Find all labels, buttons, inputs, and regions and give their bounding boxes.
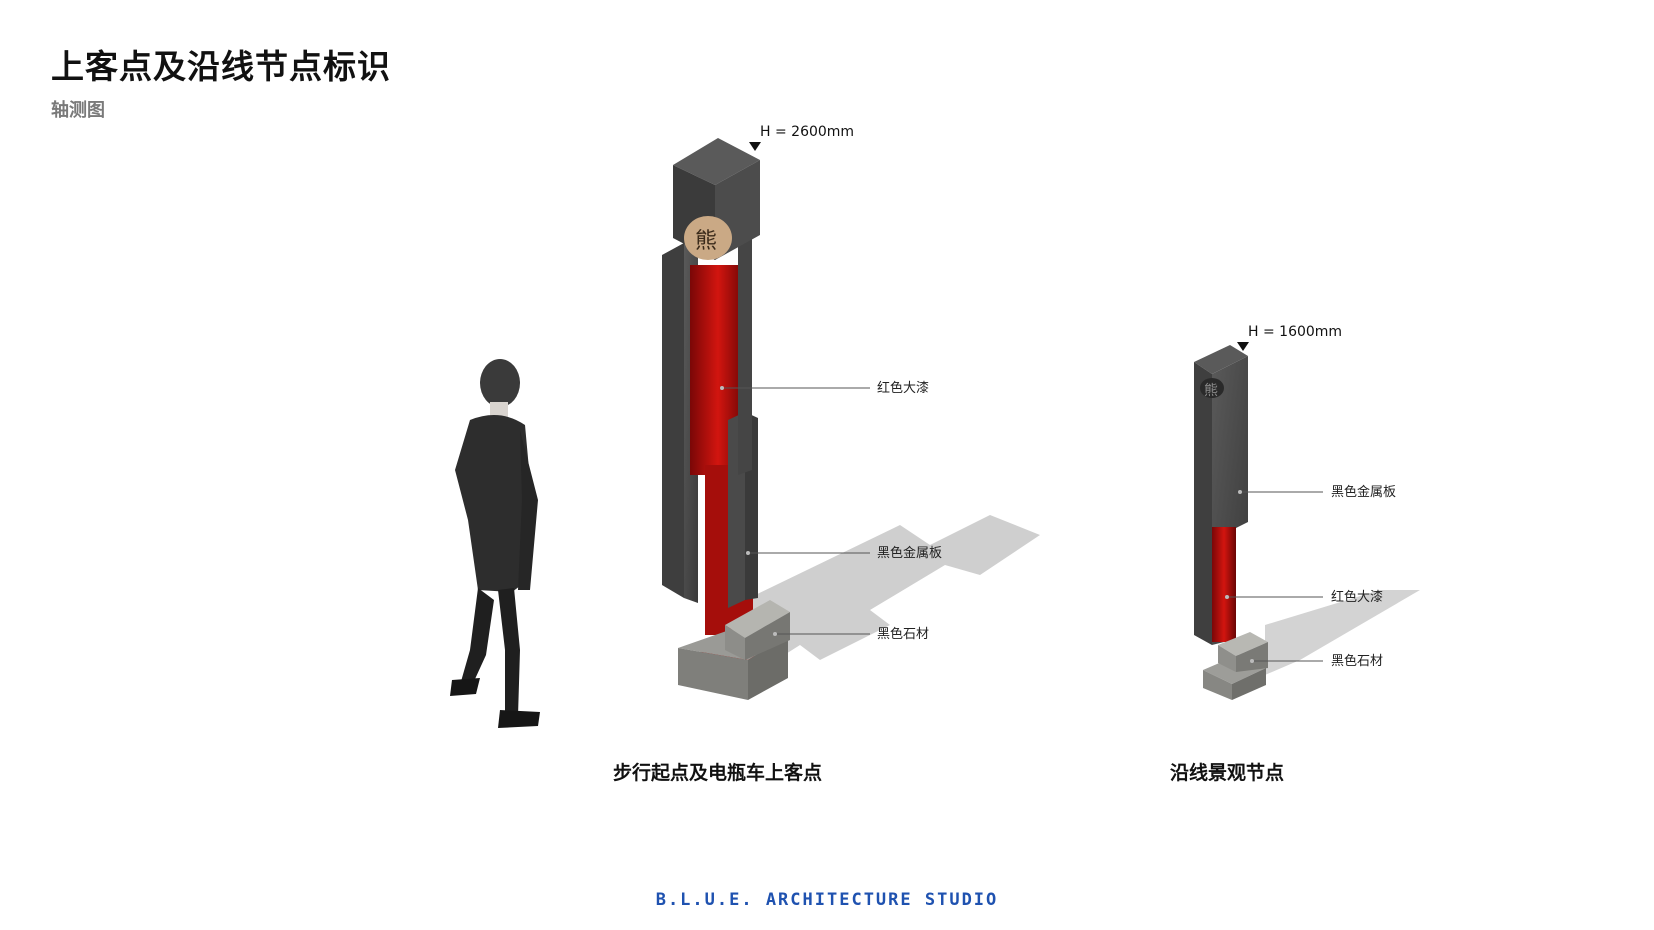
emblem-glyph-small: 熊: [1204, 383, 1218, 399]
emblem-glyph-large: 熊: [695, 229, 717, 254]
height-marker-icon: [749, 142, 761, 151]
label-small-red-lacquer: 红色大漆: [1331, 589, 1383, 605]
label-large-black-stone: 黑色石材: [877, 626, 929, 642]
person-figure: [450, 359, 540, 728]
red-lacquer-small: [1212, 527, 1236, 642]
emblem-large: [684, 216, 732, 260]
sign-small: 熊: [1194, 345, 1268, 700]
sign-large: 熊: [662, 138, 790, 700]
shadow-large: [745, 515, 1040, 680]
shadow-small: [1265, 590, 1420, 675]
label-large-red-lacquer: 红色大漆: [877, 380, 929, 396]
height-marker-icon: [1237, 342, 1249, 351]
caption-small-sign: 沿线景观节点: [1170, 762, 1285, 784]
page-title: 上客点及沿线节点标识: [51, 47, 391, 86]
label-small-black-stone: 黑色石材: [1331, 653, 1383, 669]
page-subtitle: 轴测图: [51, 100, 105, 121]
height-label-small: H = 1600mm: [1248, 324, 1342, 340]
label-small-black-metal: 黑色金属板: [1331, 484, 1396, 500]
caption-large-sign: 步行起点及电瓶车上客点: [613, 762, 823, 784]
label-large-black-metal: 黑色金属板: [877, 545, 942, 561]
height-label-large: H = 2600mm: [760, 124, 854, 140]
footer-brand: B.L.U.E. ARCHITECTURE STUDIO: [655, 890, 999, 910]
